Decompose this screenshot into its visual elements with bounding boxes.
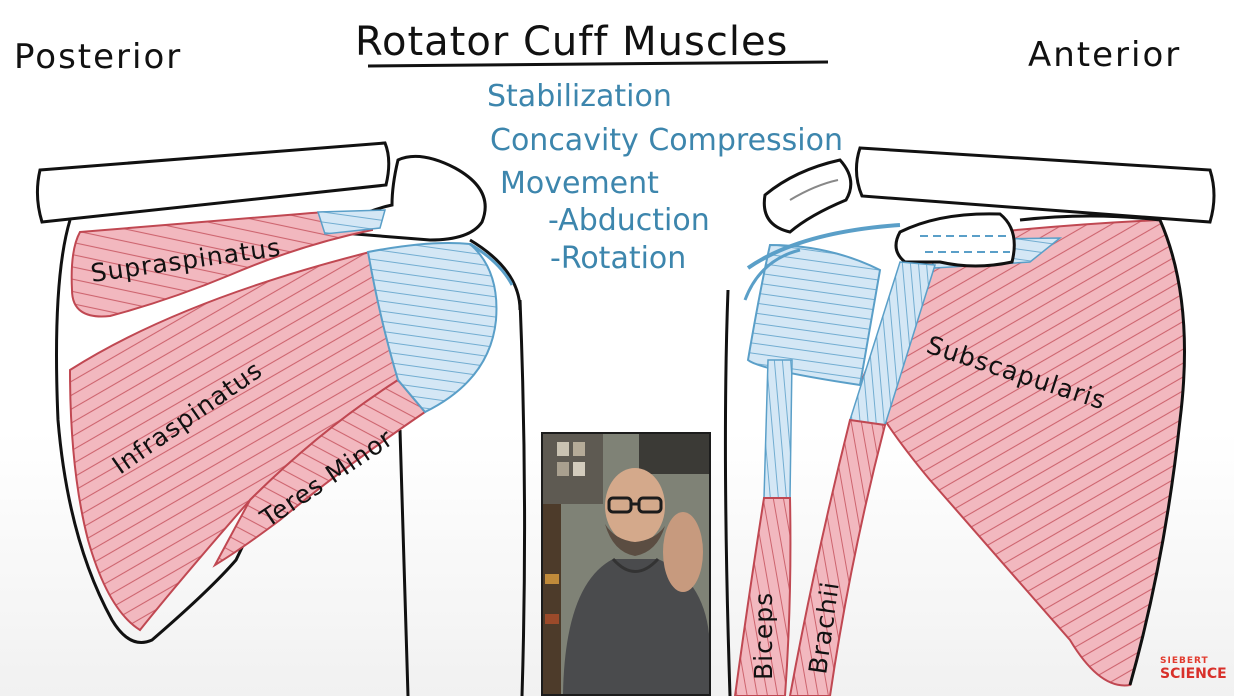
posterior-tendon-edge <box>469 242 514 286</box>
channel-logo: SIEBERT SCIENCE <box>1160 656 1232 688</box>
supraspinatus-tendon <box>316 209 386 235</box>
posterior-humeral-head <box>469 238 522 311</box>
function-rotation: -Rotation <box>550 241 686 276</box>
presenter-webcam <box>541 432 711 696</box>
posterior-tendon-cap <box>366 242 498 414</box>
infraspinatus-muscle <box>68 250 400 632</box>
posterior-view <box>35 141 527 696</box>
function-list: Stabilization Concavity Compression Move… <box>487 79 843 276</box>
biceps-tendon-long <box>763 359 793 499</box>
posterior-scapula <box>55 219 250 644</box>
anterior-coracoid <box>894 212 1016 268</box>
title-group: Rotator Cuff Muscles <box>355 19 829 68</box>
logo-line-2: SCIENCE <box>1160 666 1227 682</box>
anterior-label: Anterior <box>1028 35 1181 75</box>
teres-minor-muscle <box>212 378 427 568</box>
brachii-muscle <box>788 418 887 696</box>
anterior-view <box>723 146 1216 696</box>
posterior-humerus <box>398 299 527 696</box>
biceps-muscle <box>733 497 792 696</box>
function-concavity-compression: Concavity Compression <box>490 123 843 158</box>
presenter-figure <box>543 434 709 694</box>
posterior-clavicle <box>35 141 391 224</box>
diagram-title: Rotator Cuff Muscles <box>355 19 788 65</box>
function-abduction: -Abduction <box>548 203 710 238</box>
function-movement: Movement <box>500 166 659 201</box>
anterior-clavicle <box>855 146 1216 224</box>
function-stabilization: Stabilization <box>487 79 672 114</box>
logo-line-1: SIEBERT <box>1160 656 1209 666</box>
posterior-label: Posterior <box>14 37 182 77</box>
biceps-label: Biceps <box>749 592 778 680</box>
anterior-scapula-outline <box>1019 214 1186 686</box>
anterior-acromion <box>762 158 853 234</box>
